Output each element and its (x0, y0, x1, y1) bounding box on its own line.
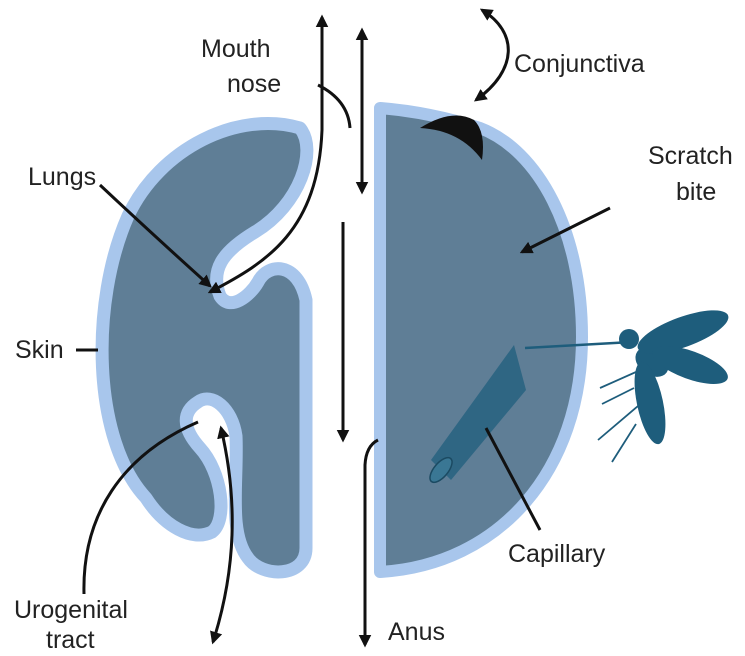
conjunctiva-arrow (476, 10, 508, 100)
label-conjunctiva: Conjunctiva (514, 50, 645, 78)
label-tract: tract (46, 626, 95, 654)
label-bite: bite (676, 178, 716, 206)
label-capillary: Capillary (508, 540, 606, 568)
label-nose: nose (227, 70, 281, 98)
body-right-half (380, 108, 582, 572)
label-scratch: Scratch (648, 142, 733, 170)
body-left-half (102, 124, 307, 572)
label-urogenital: Urogenital (14, 596, 128, 624)
label-skin: Skin (15, 336, 64, 364)
label-anus: Anus (388, 618, 445, 646)
label-lungs: Lungs (28, 163, 96, 191)
label-mouth: Mouth (201, 35, 270, 63)
